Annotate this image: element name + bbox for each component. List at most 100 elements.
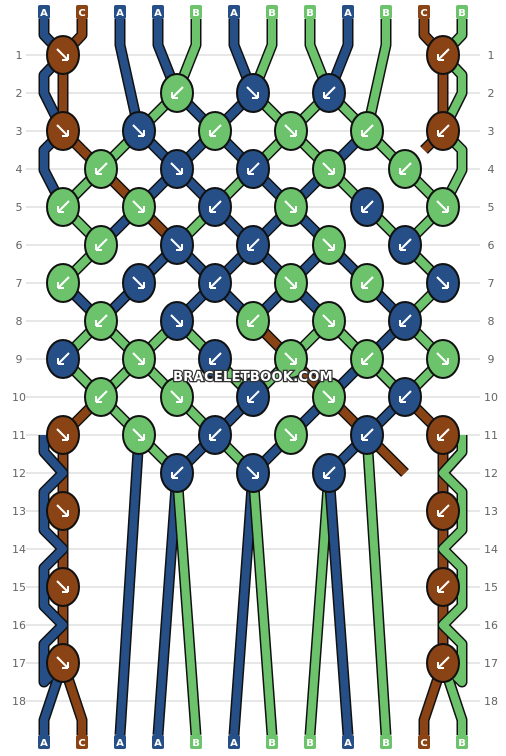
- row-label: 14: [12, 543, 26, 556]
- arrow-icon: [57, 200, 70, 213]
- knot: [236, 225, 270, 265]
- row-label: 14: [484, 543, 498, 556]
- knot: [84, 149, 118, 189]
- knot: [122, 111, 156, 151]
- strand: [249, 472, 276, 736]
- arrow-icon: [56, 428, 69, 441]
- row-label: 1: [16, 49, 23, 62]
- arrow-icon: [246, 466, 259, 479]
- strand: [173, 472, 200, 736]
- strand-end-swatch: [380, 735, 392, 749]
- arrow-icon: [171, 466, 184, 479]
- arrow-icon: [284, 124, 297, 137]
- strand-end-swatch: [456, 5, 468, 19]
- knot: [46, 187, 80, 227]
- knot: [312, 301, 346, 341]
- strand-end-label: C: [420, 738, 427, 749]
- arrow-icon: [399, 314, 412, 327]
- knot: [350, 187, 384, 227]
- row-label: 12: [484, 467, 498, 480]
- arrow-icon: [437, 48, 450, 61]
- arrow-icon: [209, 200, 222, 213]
- arrow-icon: [56, 656, 69, 669]
- strand: [363, 434, 390, 736]
- row-label: 13: [12, 505, 26, 518]
- strand-end-swatch: [76, 5, 88, 19]
- knot: [426, 643, 460, 683]
- strand: [306, 472, 333, 736]
- knot: [312, 377, 346, 417]
- row-label: 6: [488, 239, 495, 252]
- strand-end-swatch: [76, 735, 88, 749]
- row-label: 18: [484, 695, 498, 708]
- knot: [84, 225, 118, 265]
- arrow-icon: [322, 314, 335, 327]
- knot: [426, 263, 460, 303]
- arrow-icon: [322, 162, 335, 175]
- knot: [312, 149, 346, 189]
- knot: [198, 187, 232, 227]
- arrow-icon: [284, 276, 297, 289]
- arrow-icon: [170, 238, 183, 251]
- strand-end-swatch: [114, 735, 126, 749]
- arrow-icon: [132, 200, 145, 213]
- strand-end-label: B: [458, 8, 466, 19]
- row-label: 13: [484, 505, 498, 518]
- strand-end-label: A: [230, 8, 238, 19]
- strand-end-label: B: [268, 8, 276, 19]
- strand-end-swatch: [266, 735, 278, 749]
- knot: [46, 491, 80, 531]
- strand-end-swatch: [190, 735, 202, 749]
- strand-end-swatch: [418, 735, 430, 749]
- knot: [426, 567, 460, 607]
- arrow-icon: [436, 200, 449, 213]
- row-label: 12: [12, 467, 26, 480]
- arrow-icon: [57, 276, 70, 289]
- arrow-icon: [322, 238, 335, 251]
- knot: [350, 339, 384, 379]
- arrow-icon: [246, 86, 259, 99]
- knot: [84, 377, 118, 417]
- knot: [274, 187, 308, 227]
- strand-end-label: B: [192, 8, 200, 19]
- row-label: 9: [488, 353, 495, 366]
- strand-end-label: C: [78, 8, 85, 19]
- arrow-icon: [56, 48, 69, 61]
- strand: [136, 128, 371, 476]
- strand-end-swatch: [38, 735, 50, 749]
- knot: [160, 453, 194, 493]
- knot: [160, 301, 194, 341]
- row-label: 18: [12, 695, 26, 708]
- row-label: 3: [488, 125, 495, 138]
- strand-end-swatch: [38, 5, 50, 19]
- knot-layer: [46, 35, 460, 683]
- knot: [122, 187, 156, 227]
- row-label: 8: [488, 315, 495, 328]
- arrow-icon: [247, 314, 260, 327]
- row-label: 15: [484, 581, 498, 594]
- knot: [84, 301, 118, 341]
- knot: [426, 339, 460, 379]
- knot: [46, 339, 80, 379]
- arrow-icon: [57, 352, 70, 365]
- arrow-icon: [170, 390, 183, 403]
- row-label: 11: [484, 429, 498, 442]
- strand-end-label: B: [458, 738, 466, 749]
- strand: [230, 472, 257, 736]
- knot: [198, 263, 232, 303]
- strand-end-label: A: [116, 8, 124, 19]
- row-label: 7: [488, 277, 495, 290]
- arrow-icon: [323, 466, 336, 479]
- row-label: 11: [12, 429, 26, 442]
- row-label: 17: [484, 657, 498, 670]
- row-label: 9: [16, 353, 23, 366]
- strand-end-swatch: [380, 5, 392, 19]
- knot: [198, 415, 232, 455]
- arrow-icon: [247, 238, 260, 251]
- knot: [426, 111, 460, 151]
- knot: [312, 225, 346, 265]
- strand-end-swatch: [342, 735, 354, 749]
- row-label: 5: [16, 201, 23, 214]
- knot: [160, 149, 194, 189]
